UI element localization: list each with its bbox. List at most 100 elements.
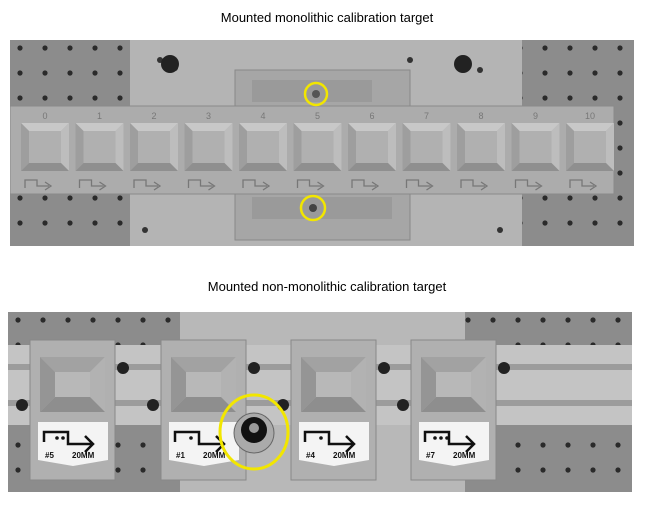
hole: [617, 170, 623, 176]
bevel: [301, 397, 366, 412]
arrow-icon: [460, 179, 489, 191]
bevel: [471, 357, 486, 412]
dot: [55, 436, 59, 440]
target-cell: 1: [75, 111, 124, 191]
hole: [617, 195, 623, 201]
bevel: [171, 357, 236, 372]
screw: [309, 204, 317, 212]
bevel-top: [184, 123, 233, 131]
hole: [477, 67, 483, 73]
target-cell: 3: [184, 111, 233, 191]
hole: [92, 45, 98, 51]
bevel: [421, 397, 486, 412]
hole: [90, 317, 96, 323]
hole: [465, 317, 471, 323]
screw-head: [161, 55, 179, 73]
bevel-right: [551, 123, 560, 171]
hole: [617, 95, 623, 101]
hole: [165, 317, 171, 323]
hex-socket: [249, 423, 259, 433]
hole: [140, 467, 146, 473]
hole: [617, 145, 623, 151]
dot: [433, 436, 437, 440]
target-face: [574, 131, 606, 163]
hole: [140, 442, 146, 448]
dot: [445, 436, 449, 440]
target-cell: 0: [21, 111, 69, 191]
hole: [407, 57, 413, 63]
bevel: [40, 357, 55, 412]
target-face: [410, 131, 443, 163]
hole: [617, 45, 623, 51]
highlight-circle: [299, 194, 327, 222]
target-cell: 9: [511, 111, 560, 191]
target-face: [83, 131, 116, 163]
hole: [115, 442, 121, 448]
target-face: [301, 131, 334, 163]
bevel-bottom: [130, 163, 178, 171]
bevel-bottom: [75, 163, 124, 171]
arrow-icon: [173, 430, 226, 453]
hole: [42, 195, 48, 201]
bevel-top: [293, 123, 342, 131]
arrow-icon: [24, 179, 53, 191]
hole: [590, 467, 596, 473]
arrow-icon: [514, 179, 543, 191]
target-face: [436, 372, 471, 397]
bottom-caption: Mounted non-monolithic calibration targe…: [207, 279, 447, 294]
hole: [17, 95, 23, 101]
hole: [542, 45, 548, 51]
screw-head: [454, 55, 472, 73]
hole: [565, 442, 571, 448]
hole: [590, 442, 596, 448]
slot: [252, 80, 372, 102]
bevel-top: [75, 123, 124, 131]
arrow-icon: [351, 179, 380, 191]
tile-screw: [16, 399, 28, 411]
bevel-bottom: [184, 163, 233, 171]
bevel-bottom: [402, 163, 451, 171]
bevel-right: [61, 123, 69, 171]
target-face: [186, 372, 221, 397]
hole: [92, 220, 98, 226]
cell-number: 9: [533, 111, 538, 121]
hole: [540, 442, 546, 448]
hole: [565, 317, 571, 323]
tile-id: #7: [426, 451, 435, 460]
tile-screw: [147, 399, 159, 411]
hole: [542, 220, 548, 226]
hole: [42, 220, 48, 226]
tile-screw: [117, 362, 129, 374]
bevel-left: [130, 123, 138, 171]
highlight-circle: [303, 81, 329, 107]
arrow-icon: [405, 179, 434, 191]
hole: [15, 467, 21, 473]
bevel-left: [511, 123, 520, 171]
tile-size: 20MM: [72, 451, 95, 460]
arrow-icon: [242, 179, 271, 191]
slot: [252, 197, 392, 219]
hole: [15, 317, 21, 323]
bevel-top: [239, 123, 287, 131]
bevel: [40, 397, 105, 412]
bevel-left: [239, 123, 247, 171]
dot: [439, 436, 443, 440]
hole: [567, 195, 573, 201]
hole: [17, 70, 23, 76]
target-cell: 6: [348, 111, 396, 191]
tile-screw: [378, 362, 390, 374]
bevel: [301, 357, 366, 372]
bevel-left: [21, 123, 29, 171]
bevel-right: [224, 123, 233, 171]
arrow-icon: [187, 179, 216, 191]
tile-id: #1: [176, 451, 185, 460]
bevel-top: [566, 123, 614, 131]
target-face: [316, 372, 351, 397]
cell-number: 5: [315, 111, 320, 121]
hole: [567, 70, 573, 76]
hole: [565, 467, 571, 473]
target-face: [192, 131, 225, 163]
hole: [117, 195, 123, 201]
